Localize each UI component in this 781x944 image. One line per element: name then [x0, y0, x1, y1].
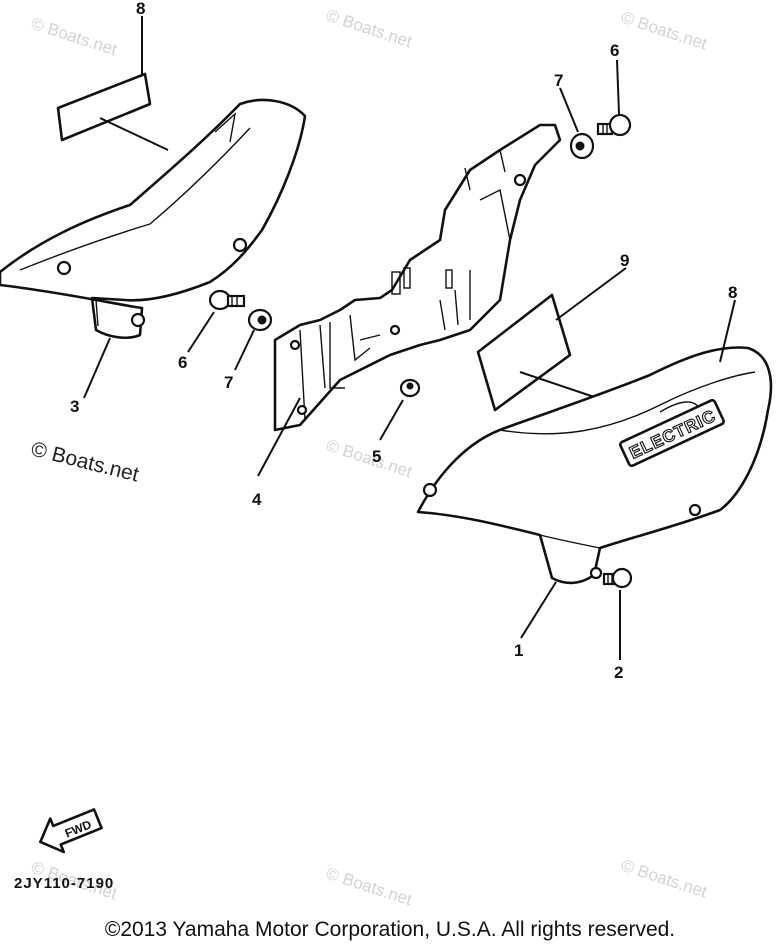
part-1-side-cover-right [416, 346, 773, 585]
callout-9: 9 [620, 251, 629, 270]
copyright-notice: ©2013 Yamaha Motor Corporation, U.S.A. A… [105, 918, 675, 941]
part-5-nut [399, 378, 421, 398]
callout-8-right: 8 [728, 283, 737, 302]
callouts: 8 3 6 7 4 5 7 6 9 8 1 2 [70, 0, 737, 682]
part-4-bracket [273, 123, 562, 432]
fwd-arrow: FWD [39, 808, 103, 854]
callout-1: 1 [514, 641, 523, 660]
part-9-sticker [476, 293, 619, 412]
callout-7-left: 7 [224, 373, 233, 392]
watermark-7: © Boats.net [324, 864, 415, 910]
callout-4: 4 [252, 490, 262, 509]
part-3-side-cover-left [0, 98, 307, 340]
callout-8-left: 8 [136, 0, 145, 18]
callout-3: 3 [70, 397, 79, 416]
callout-2: 2 [614, 663, 623, 682]
part-7-grommet-right [569, 132, 595, 160]
part-8-emblem-left [56, 72, 169, 151]
diagram-code: 2JY110-7190 [14, 875, 114, 892]
callout-5: 5 [372, 447, 381, 466]
part-6-screw-right [596, 113, 632, 137]
leader-lines [83, 16, 736, 660]
watermark-1: © Boats.net [29, 14, 120, 60]
watermark-main: © Boats.net [29, 438, 141, 487]
watermark-2: © Boats.net [324, 6, 415, 52]
callout-6-left: 6 [178, 353, 187, 372]
callout-6-right: 6 [610, 41, 619, 60]
watermark-4: © Boats.net [324, 436, 415, 482]
part-6-screw-left [208, 289, 246, 311]
callout-7-right: 7 [554, 71, 563, 90]
watermark-8: © Boats.net [619, 856, 710, 902]
part-7-grommet-left [247, 308, 273, 332]
part-2-screw [602, 567, 633, 589]
watermark-3: © Boats.net [619, 8, 710, 54]
